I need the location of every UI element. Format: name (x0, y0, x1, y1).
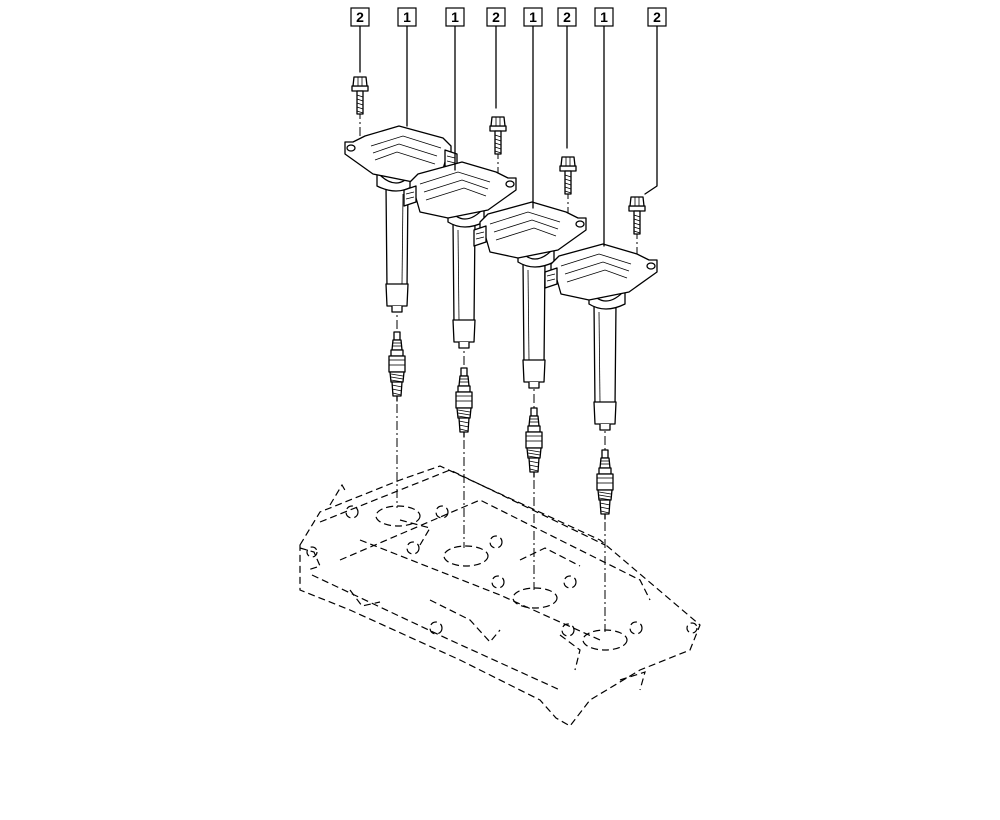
ignition-coil-4 (544, 243, 658, 431)
callout-2-a: 2 (350, 7, 370, 27)
callout-label: 1 (529, 9, 537, 25)
spark-plug-1 (388, 331, 406, 402)
callout-label: 2 (653, 9, 661, 25)
spark-plug-4 (596, 449, 614, 520)
callout-label: 1 (403, 9, 411, 25)
callout-label: 2 (563, 9, 571, 25)
callout-label: 1 (600, 9, 608, 25)
coil-bolt-2 (489, 116, 507, 155)
ignition-coil-2 (403, 161, 517, 349)
callout-label: 1 (451, 9, 459, 25)
callout-2-c: 2 (557, 7, 577, 27)
spark-plug-3 (525, 407, 543, 478)
coil-bolt-4 (628, 196, 646, 235)
callout-2-b: 2 (486, 7, 506, 27)
cylinder-head (299, 465, 701, 727)
callout-label: 2 (492, 9, 500, 25)
coil-bolt-1 (351, 76, 369, 115)
callout-leader-lines (359, 25, 658, 247)
ignition-coil-1 (344, 125, 458, 313)
callout-1-a: 1 (397, 7, 417, 27)
callout-1-b: 1 (445, 7, 465, 27)
callout-label: 2 (356, 9, 364, 25)
callout-1-c: 1 (523, 7, 543, 27)
coil-bolt-3 (559, 156, 577, 195)
spark-plug-2 (455, 367, 473, 438)
callout-1-d: 1 (594, 7, 614, 27)
callout-2-d: 2 (647, 7, 667, 27)
